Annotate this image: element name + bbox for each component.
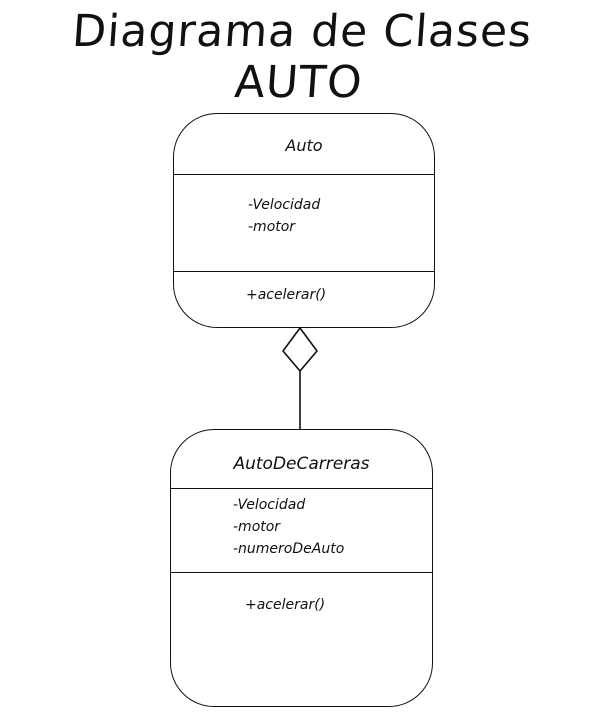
attribute-item: -Velocidad — [248, 197, 321, 213]
class-race-attributes: -Velocidad -motor -numeroDeAuto — [233, 494, 344, 560]
class-race-methods: +acelerar() — [245, 594, 325, 616]
aggregation-diamond-icon — [282, 327, 318, 372]
attribute-item: -Velocidad — [233, 497, 306, 513]
class-auto-attributes: -Velocidad -motor — [248, 194, 320, 238]
class-race-methods-divider — [171, 572, 432, 573]
attribute-item: -motor — [233, 519, 281, 535]
class-box-auto[interactable]: Auto -Velocidad -motor +acelerar() — [173, 113, 435, 328]
class-race-name-divider — [171, 488, 432, 489]
class-auto-name-divider — [174, 174, 434, 175]
class-name-auto: Auto — [285, 136, 323, 155]
class-name-auto-de-carreras: AutoDeCarreras — [233, 454, 370, 474]
class-auto-methods: +acelerar() — [246, 284, 326, 306]
attribute-item: -numeroDeAuto — [233, 541, 345, 557]
attribute-item: -motor — [248, 219, 296, 235]
class-box-auto-de-carreras[interactable]: AutoDeCarreras -Velocidad -motor -numero… — [170, 429, 433, 707]
class-auto-methods-divider — [174, 271, 434, 272]
method-item: +acelerar() — [246, 287, 327, 303]
method-item: +acelerar() — [245, 597, 326, 613]
